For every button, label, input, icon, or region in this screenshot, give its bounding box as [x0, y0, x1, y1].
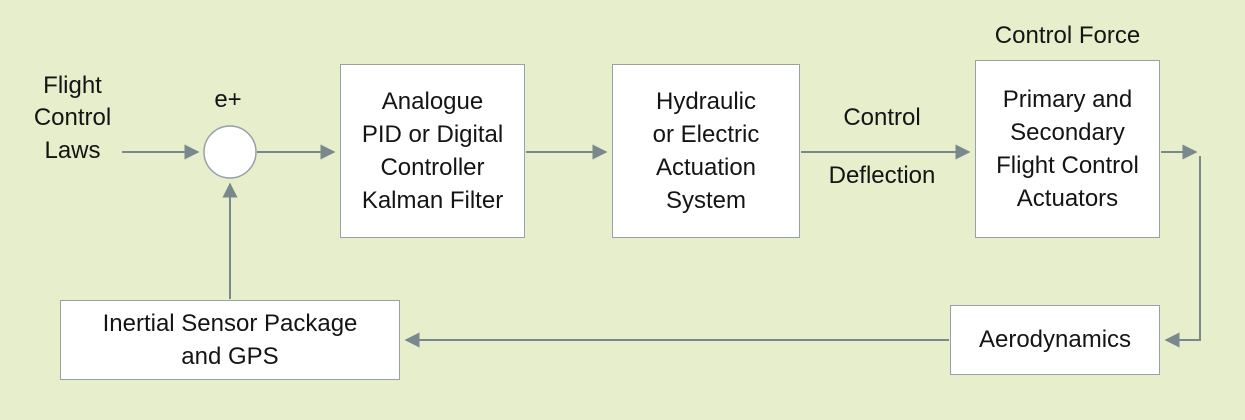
block-actuation-system: Hydraulic or Electric Actuation System — [612, 64, 800, 238]
label-deflection: Deflection — [828, 162, 936, 189]
arrow-corner-to-aerodynamics — [1164, 156, 1201, 348]
label-control: Control — [843, 104, 921, 131]
summing-junction-circle — [203, 125, 257, 179]
block-controller: Analogue PID or Digital Controller Kalma… — [340, 64, 525, 238]
block-flight-control-actuators: Primary and Secondary Flight Control Act… — [975, 60, 1160, 238]
block-inertial-sensor-package: Inertial Sensor Package and GPS — [60, 300, 400, 380]
label-flight-control-laws: Flight Control Laws — [33, 72, 112, 164]
label-error-signal: e+ — [214, 86, 242, 113]
block-aerodynamics: Aerodynamics — [950, 305, 1160, 375]
label-control-force: Control Force — [994, 22, 1141, 49]
